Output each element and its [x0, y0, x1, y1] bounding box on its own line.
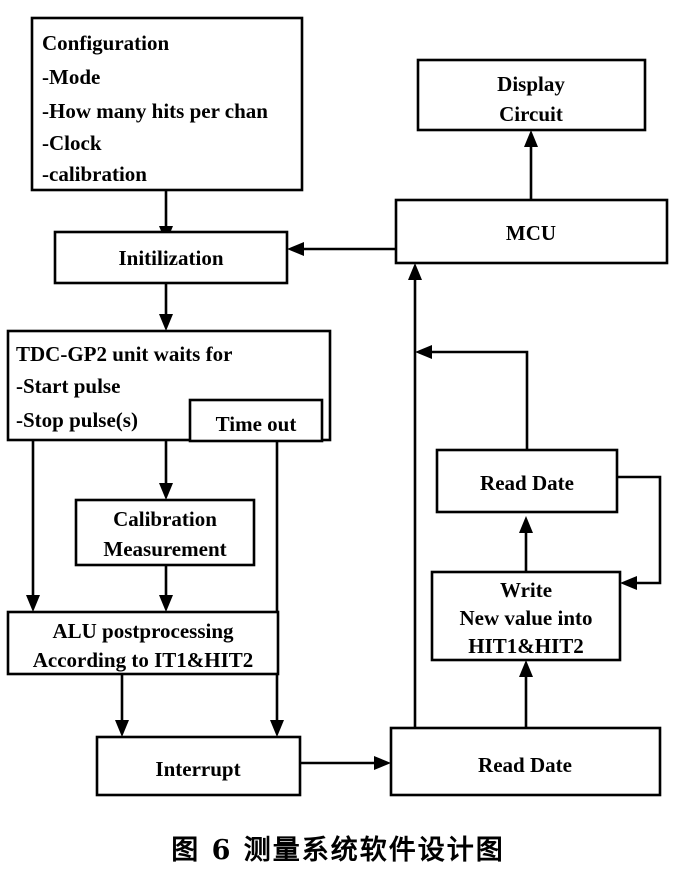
edge-mcu-to-initilization [287, 242, 396, 256]
edge-read-date-right-loop-to-write [617, 475, 662, 590]
node-display-circuit[interactable]: Display Circuit [416, 58, 647, 132]
node-configuration-line-3: -Clock [42, 131, 102, 155]
edge-read-date-bottom-to-mcu [408, 263, 422, 728]
node-initilization-label: Initilization [118, 246, 223, 270]
node-alu-line-1: According to IT1&HIT2 [33, 648, 254, 672]
node-alu-postprocessing[interactable]: ALU postprocessing According to IT1&HIT2 [6, 610, 280, 676]
node-read-date-bottom[interactable]: Read Date [389, 726, 662, 797]
edge-initilization-to-tdc [159, 283, 173, 331]
node-interrupt-label: Interrupt [155, 757, 240, 781]
node-tdc-wait-line-1: -Start pulse [16, 374, 120, 398]
node-time-out-label: Time out [216, 412, 297, 436]
node-configuration-line-0: Configuration [42, 31, 170, 55]
node-configuration[interactable]: Configuration -Mode -How many hits per c… [30, 16, 304, 192]
edge-interrupt-to-read-date-bottom [300, 756, 391, 770]
edge-calibration-to-alu [159, 565, 173, 612]
edge-tdc-to-calibration [159, 440, 173, 500]
node-write-line-2: HIT1&HIT2 [468, 634, 584, 658]
node-tdc-wait-line-0: TDC-GP2 unit waits for [16, 342, 232, 366]
node-write-hit[interactable]: Write New value into HIT1&HIT2 [430, 570, 622, 662]
node-configuration-line-4: -calibration [42, 162, 147, 186]
node-configuration-line-1: -Mode [42, 65, 100, 89]
node-read-date-right[interactable]: Read Date [435, 448, 619, 514]
edge-read-date-bottom-to-write [519, 660, 533, 728]
edge-read-date-right-to-mcu-riser [415, 345, 529, 450]
edge-tdc-to-alu-left [26, 440, 40, 612]
node-time-out[interactable]: Time out [188, 398, 324, 443]
node-read-date-bottom-label: Read Date [478, 753, 572, 777]
node-initilization[interactable]: Initilization [53, 230, 289, 285]
node-display-circuit-line-0: Display [497, 72, 565, 96]
node-read-date-right-label: Read Date [480, 471, 574, 495]
node-write-line-1: New value into [460, 606, 593, 630]
edge-write-to-read-date-right [519, 516, 533, 572]
node-calibration-measurement[interactable]: Calibration Measurement [74, 498, 256, 567]
node-display-circuit-line-1: Circuit [499, 102, 563, 126]
node-tdc-wait-line-2: -Stop pulse(s) [16, 408, 138, 432]
node-configuration-line-2: -How many hits per chan [42, 99, 268, 123]
edge-timeout-to-interrupt [270, 440, 284, 737]
node-alu-line-0: ALU postprocessing [52, 619, 234, 643]
edge-alu-to-interrupt [115, 674, 129, 737]
figure-caption: 图 6 测量系统软件设计图 [171, 835, 505, 866]
node-calibration-line-1: Measurement [103, 537, 226, 561]
node-write-line-0: Write [500, 578, 552, 602]
edge-mcu-to-display-circuit [524, 130, 538, 200]
node-calibration-line-0: Calibration [113, 507, 217, 531]
node-interrupt[interactable]: Interrupt [95, 735, 302, 797]
node-mcu-label: MCU [506, 221, 556, 245]
node-mcu[interactable]: MCU [394, 198, 669, 265]
